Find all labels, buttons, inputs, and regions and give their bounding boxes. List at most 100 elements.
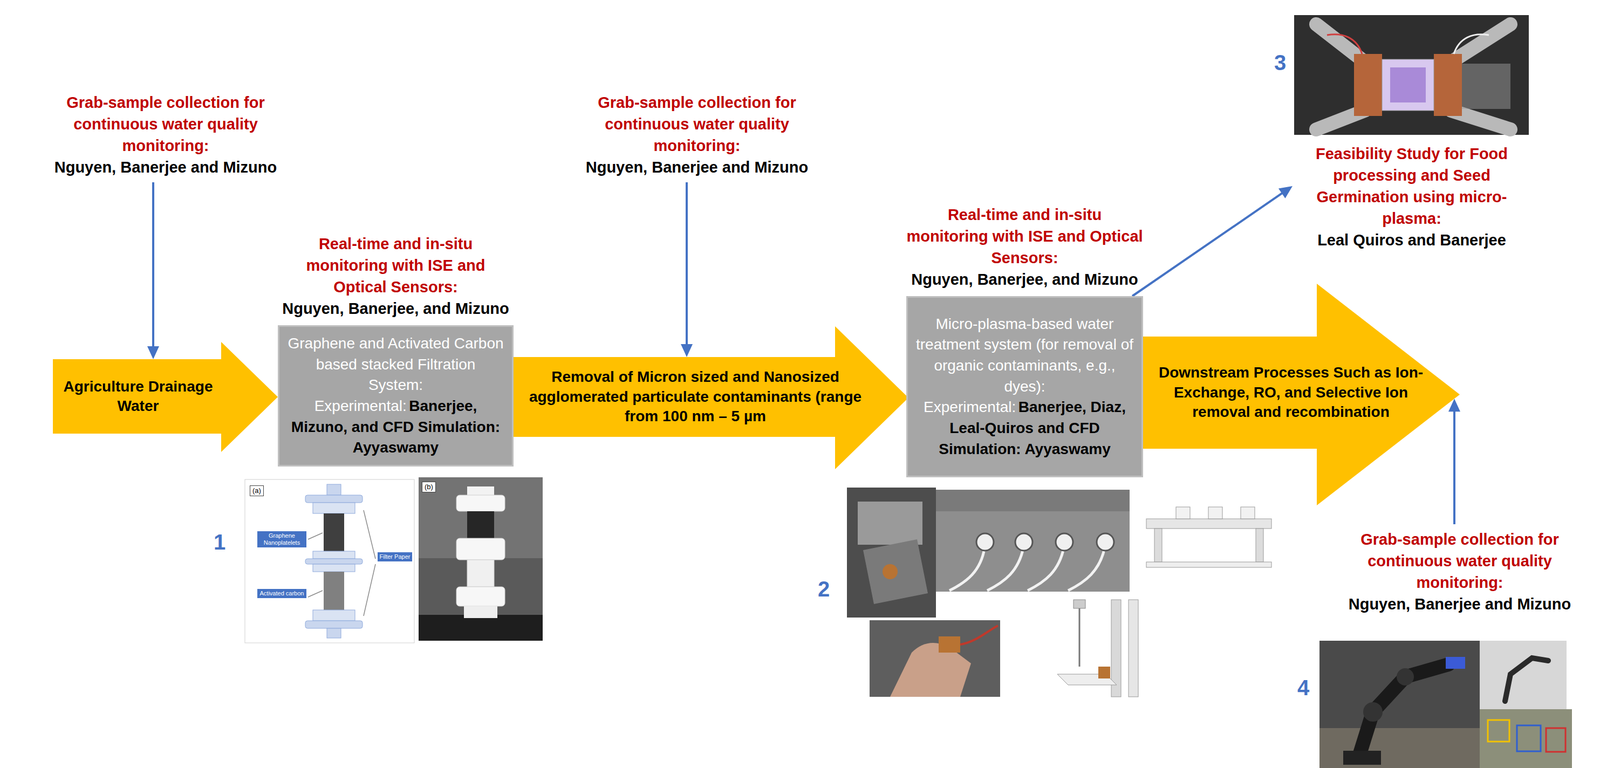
- panel-tag: (a): [249, 485, 264, 497]
- cad-block: [1175, 507, 1191, 519]
- carbon-layer: [323, 571, 345, 611]
- annotation-note: Grab-sample collection for continuous wa…: [1346, 528, 1574, 615]
- photo: [1294, 15, 1529, 135]
- plasma-device-photo: [1294, 15, 1529, 135]
- note-heading: Grab-sample collection for continuous wa…: [583, 91, 811, 157]
- robot-photos: [1319, 640, 1572, 768]
- detection-box: [1487, 720, 1510, 742]
- wire: [1327, 34, 1363, 54]
- photo-detail: [863, 539, 928, 605]
- annotation-note: Grab-sample collection for continuous wa…: [583, 91, 811, 179]
- part-label: Activated carbon: [257, 589, 307, 599]
- connector-arrow: [1132, 186, 1293, 297]
- leader-line: [308, 532, 323, 540]
- box-heading: Real-time and in-situ monitoring with IS…: [906, 203, 1144, 291]
- annotation-note: Feasibility Study for Food processing an…: [1295, 142, 1528, 251]
- annotation-note: Grab-sample collection for continuous wa…: [52, 91, 279, 179]
- cad-leg: [1154, 528, 1162, 563]
- arrow-text-area: Downstream Processes Such as Ion-Exchang…: [1150, 336, 1432, 449]
- pipe-stub: [326, 484, 341, 496]
- electrode: [938, 636, 961, 653]
- cad-electrode: [1098, 666, 1111, 679]
- arrow-shape: [52, 342, 278, 453]
- flow-arrow: Agriculture Drainage Water: [52, 342, 278, 453]
- leader-line: [363, 564, 376, 617]
- photo-floor: [1319, 728, 1480, 768]
- arrowhead: [680, 344, 693, 358]
- connector-arrow: [680, 182, 693, 358]
- photo: [1479, 709, 1572, 768]
- robot-joint: [1396, 668, 1414, 686]
- arrowhead: [1278, 186, 1293, 199]
- author-names: Nguyen, Banerjee and Mizuno: [1346, 593, 1574, 615]
- flange: [305, 558, 363, 565]
- monitoring-heading: Real-time and in-situ monitoring with IS…: [906, 203, 1144, 269]
- flow-arrow: Removal of Micron sized and Nanosized ag…: [513, 326, 909, 470]
- wire: [1027, 544, 1065, 591]
- box-credits: Experimental: Banerjee, Mizuno, and CFD …: [286, 395, 505, 459]
- note-heading: Feasibility Study for Food processing an…: [1295, 142, 1528, 230]
- filter-part: [467, 511, 495, 539]
- arrow-label: Downstream Processes Such as Ion-Exchang…: [1150, 363, 1432, 422]
- cad-holder: [1073, 599, 1086, 609]
- wire: [987, 544, 1024, 591]
- callout-number: 3: [1274, 51, 1287, 74]
- copper-block: [1433, 53, 1462, 116]
- arrow-label: Removal of Micron sized and Nanosized ag…: [520, 367, 871, 427]
- photo-bench: [418, 614, 543, 641]
- plasma-cad: [1057, 507, 1272, 697]
- cad-block: [1240, 507, 1255, 519]
- callout-number: 4: [1297, 677, 1310, 699]
- box-heading: Real-time and in-situ monitoring with IS…: [279, 233, 512, 320]
- arrow-text-area: Removal of Micron sized and Nanosized ag…: [520, 357, 871, 437]
- connector-line: [1453, 410, 1456, 525]
- credit-heading: Experimental:: [923, 398, 1016, 416]
- fitting: [976, 533, 994, 551]
- photo-detail: [857, 501, 923, 545]
- photo: [1319, 640, 1480, 768]
- plasma-chamber: [1382, 59, 1434, 111]
- collar: [312, 502, 355, 514]
- flow-arrow: Downstream Processes Such as Ion-Exchang…: [1143, 283, 1460, 506]
- connector-line: [1132, 192, 1283, 297]
- detection-box: [1546, 728, 1566, 752]
- filter-photo: [418, 477, 543, 641]
- part-label: Graphene Nanoplatelets: [257, 531, 307, 548]
- leader-line: [363, 510, 376, 559]
- wire: [1068, 544, 1106, 591]
- connector-arrow: [147, 182, 160, 360]
- filter-part: [456, 495, 505, 512]
- robot-joint: [1363, 702, 1383, 722]
- process-box: Real-time and in-situ monitoring with IS…: [277, 325, 514, 467]
- cad-base: [1146, 562, 1272, 568]
- leader-line: [308, 590, 323, 598]
- graphene-layer: [323, 513, 345, 552]
- note-heading: Grab-sample collection for continuous wa…: [52, 91, 279, 157]
- connector-arrow: [1448, 398, 1461, 525]
- arrow-fill: [513, 326, 909, 470]
- copper-block: [1354, 53, 1383, 116]
- cad-block: [1208, 507, 1223, 519]
- arrow-label: Agriculture Drainage Water: [57, 377, 220, 417]
- part-label: Filter Paper: [377, 552, 413, 562]
- photo-ground: [418, 477, 543, 641]
- photo: [869, 620, 1001, 697]
- author-names: Nguyen, Banerjee, and Mizuno: [279, 297, 512, 320]
- flange: [305, 495, 363, 503]
- box-credits: Experimental: Banerjee, Diaz, Leal-Quiro…: [915, 397, 1134, 460]
- author-names: Nguyen, Banerjee and Mizuno: [52, 156, 279, 179]
- fitting: [1015, 533, 1033, 551]
- detection-box: [1516, 725, 1541, 752]
- author-names: Nguyen, Banerjee, and Mizuno: [906, 268, 1144, 291]
- flange: [305, 620, 363, 629]
- collar: [312, 564, 355, 572]
- filter-schematic: [244, 479, 415, 644]
- photo-detail: [935, 489, 1130, 512]
- electrode: [882, 564, 898, 580]
- connector-line: [685, 182, 688, 346]
- filter-part: [456, 586, 505, 607]
- wire: [960, 625, 998, 645]
- robot-arm: [1505, 658, 1549, 702]
- filter-part: [467, 486, 495, 496]
